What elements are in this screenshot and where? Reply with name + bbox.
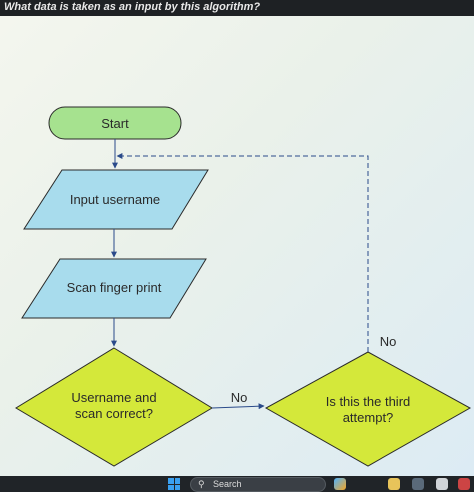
decision-correct-line-2: scan correct? [75, 406, 153, 421]
windows-start-button[interactable] [168, 478, 180, 490]
edge-attempt-loop-back [116, 153, 369, 352]
scan-finger-print-shape [21, 258, 207, 319]
input-username-label: Input username [70, 192, 160, 207]
store-icon[interactable] [412, 478, 424, 490]
decision-attempt-line-2: attempt? [343, 410, 394, 425]
taskbar-search-box[interactable]: ⚲ Search [190, 477, 326, 492]
decision-correct-shape [15, 347, 213, 467]
start-label: Start [101, 116, 129, 131]
screen-area: Start Input username Scan finger print U… [0, 16, 474, 476]
mail-icon[interactable] [436, 478, 448, 490]
taskbar: ⚲ Search [0, 476, 474, 492]
decision-attempt-shape [264, 351, 472, 467]
question-text: What data is taken as an input by this a… [4, 1, 261, 13]
scan-finger-print-label: Scan finger print [67, 280, 162, 295]
app-icon[interactable] [458, 478, 470, 490]
decision-correct-line-1: Username and [71, 390, 156, 405]
copilot-icon[interactable] [334, 478, 346, 490]
flowchart-diagram: Start Input username Scan finger print U… [15, 106, 472, 467]
edge-label-no-correct: No [231, 390, 248, 405]
search-label: Search [213, 479, 242, 489]
question-bar: What data is taken as an input by this a… [0, 0, 474, 16]
decision-attempt-line-1: Is this the third [326, 394, 411, 409]
file-explorer-icon[interactable] [388, 478, 400, 490]
edge-correct-to-attempt [211, 403, 265, 410]
edge-label-no-loop: No [380, 334, 397, 349]
input-username-shape [23, 169, 209, 230]
search-icon: ⚲ [198, 479, 205, 489]
